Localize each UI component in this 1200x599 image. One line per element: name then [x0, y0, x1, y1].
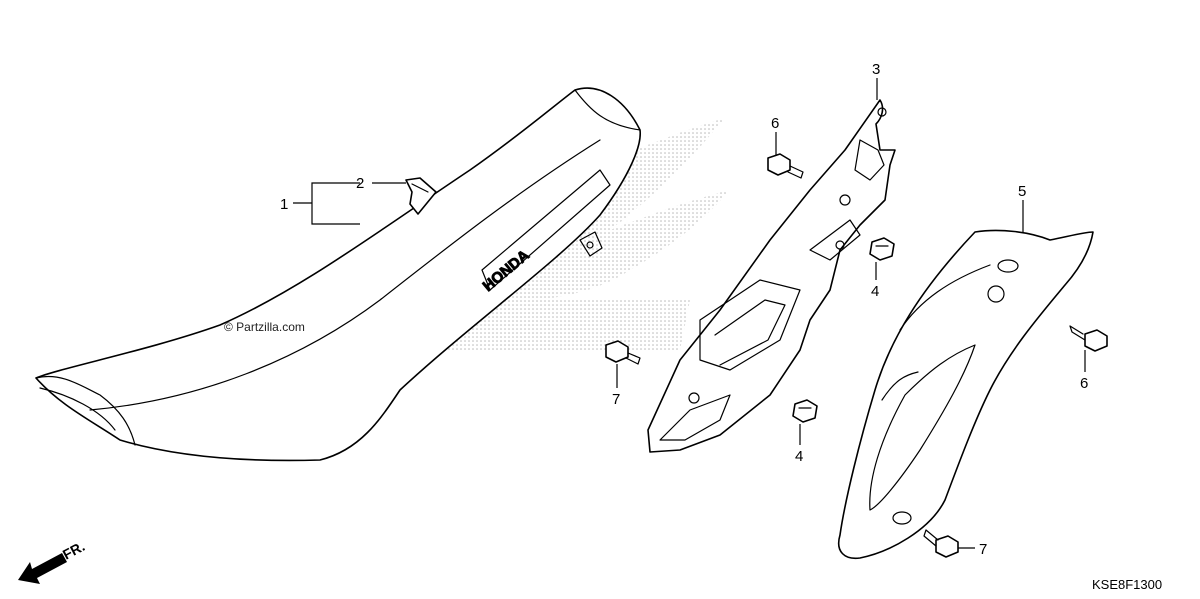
callout-6-right: 6 [1080, 375, 1088, 392]
nut-part-4-upper[interactable] [869, 237, 895, 261]
bolt-part-7-center[interactable] [605, 340, 641, 365]
callout-4-lower: 4 [795, 448, 803, 465]
callout-7-center: 7 [612, 391, 620, 408]
left-side-cover-part-3[interactable] [647, 99, 896, 453]
watermark-text: © Partzilla.com [224, 320, 305, 334]
callout-5: 5 [1018, 183, 1026, 200]
bolt-part-6-left[interactable] [767, 153, 804, 179]
callout-2: 2 [356, 175, 364, 192]
seat-clip-part-2[interactable] [405, 177, 437, 215]
front-indicator: FR. [18, 538, 87, 584]
callout-3: 3 [872, 61, 880, 78]
bolt-part-6-right[interactable] [1069, 325, 1108, 352]
front-arrow-icon [18, 553, 67, 584]
bolt-part-7-bottom[interactable] [923, 529, 959, 558]
leader-lines [293, 78, 1086, 549]
right-side-cover-part-5[interactable] [838, 229, 1094, 560]
callout-6-left: 6 [771, 115, 779, 132]
callout-4-upper: 4 [871, 283, 879, 300]
nut-part-4-lower[interactable] [792, 399, 818, 423]
callout-7-bottom: 7 [979, 541, 987, 558]
diagram-code: KSE8F1300 [1092, 577, 1162, 592]
callout-1: 1 [280, 196, 288, 213]
